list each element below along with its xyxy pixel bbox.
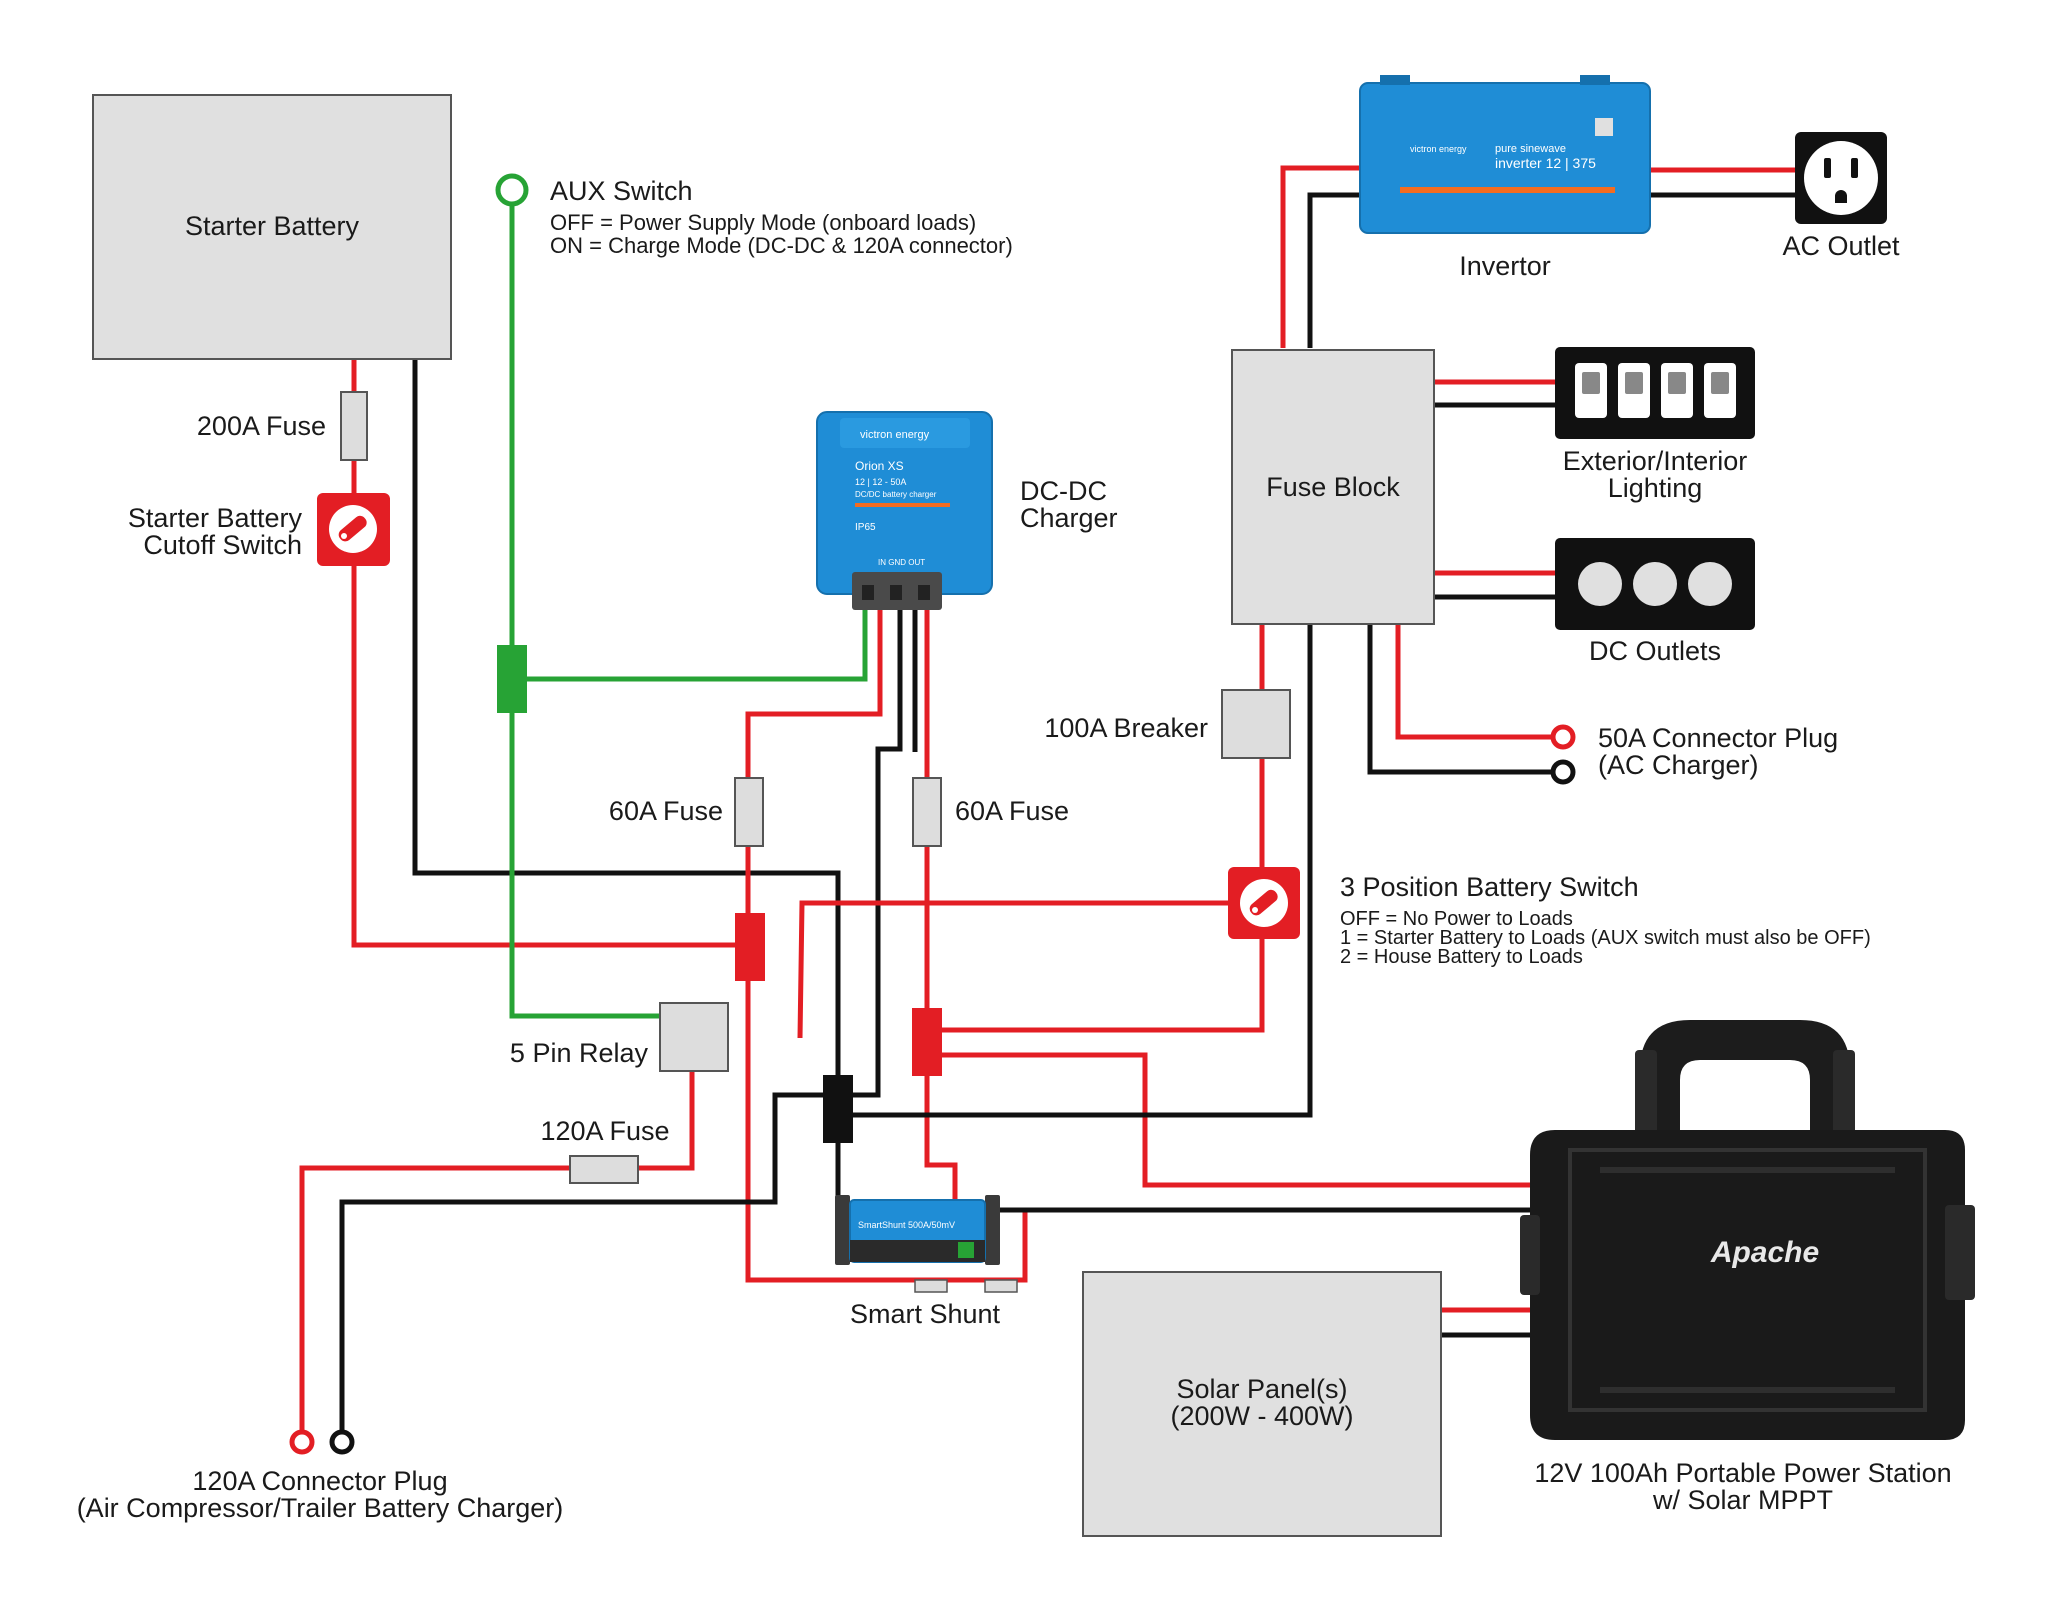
ac-outlet: AC Outlet	[1782, 132, 1900, 261]
power-station-label-1: 12V 100Ah Portable Power Station	[1534, 1458, 1951, 1488]
battery-switch-title: 3 Position Battery Switch	[1340, 872, 1639, 902]
fuse-120a-label: 120A Fuse	[540, 1116, 669, 1146]
fuse-60a-left: 60A Fuse	[609, 777, 764, 847]
shunt-text: SmartShunt 500A/50mV	[858, 1220, 955, 1230]
wire-starter-negative	[412, 359, 841, 1100]
orion-model: Orion XS	[855, 459, 904, 473]
wire-dcdc-signal	[512, 598, 868, 682]
smart-shunt: SmartShunt 500A/50mV Smart Shunt	[835, 1195, 1018, 1329]
solar-label-1: Solar Panel(s)	[1176, 1374, 1347, 1404]
aux-switch-off-desc: OFF = Power Supply Mode (onboard loads)	[550, 210, 976, 235]
fuse-60a-right: 60A Fuse	[912, 777, 1069, 847]
power-station-label-2: w/ Solar MPPT	[1652, 1485, 1833, 1515]
connector-120a-label-1: 120A Connector Plug	[192, 1466, 447, 1496]
invertor-label: Invertor	[1459, 251, 1551, 281]
connector-50a-label-1: 50A Connector Plug	[1598, 723, 1838, 753]
starter-battery: Starter Battery	[92, 94, 452, 360]
starter-cutoff-switch[interactable]: Starter Battery Cutoff Switch	[128, 493, 390, 566]
wire-relay-to-switch	[797, 900, 1262, 1039]
black-splice-ground	[823, 1075, 853, 1143]
case-brand: Apache	[1710, 1236, 1819, 1269]
battery-switch-off: OFF = No Power to Loads	[1340, 908, 1573, 930]
connector-120a-label-2: (Air Compressor/Trailer Battery Charger)	[77, 1493, 564, 1523]
connector-50a[interactable]: 50A Connector Plug (AC Charger)	[1550, 723, 1838, 785]
relay-5pin-label: 5 Pin Relay	[510, 1038, 649, 1068]
lighting-panel: Exterior/Interior Lighting	[1555, 347, 1755, 503]
connector-50a-label-2: (AC Charger)	[1598, 750, 1759, 780]
wire-fuseblock-ground	[838, 622, 1313, 1118]
power-station: Apache 12V 100Ah Portable Power Station …	[1520, 1020, 1975, 1515]
wire-relay-to-120a	[299, 1068, 695, 1438]
solar-panel: Solar Panel(s) (200W - 400W)	[1082, 1271, 1442, 1537]
inverter: victron energy pure sinewave inverter 12…	[1359, 75, 1651, 281]
wire-dcdc-ground-1	[838, 598, 903, 1098]
fuse-block-label: Fuse Block	[1266, 472, 1400, 502]
dc-outlets: DC Outlets	[1555, 538, 1755, 666]
orion-terminals: IN GND OUT	[878, 558, 925, 567]
wire-120a-negative	[339, 1092, 838, 1438]
smart-shunt-label: Smart Shunt	[850, 1299, 1001, 1329]
solar-label-2: (200W - 400W)	[1170, 1401, 1353, 1431]
wire-50a-positive	[1395, 622, 1555, 740]
orion-ip: IP65	[855, 522, 876, 533]
aux-switch[interactable]: AUX Switch OFF = Power Supply Mode (onbo…	[495, 173, 1013, 258]
inverter-line2: inverter 12 | 375	[1495, 155, 1596, 171]
aux-switch-on-desc: ON = Charge Mode (DC-DC & 120A connector…	[550, 233, 1013, 258]
inverter-line1: pure sinewave	[1495, 143, 1566, 155]
red-splice-bus	[912, 1008, 942, 1076]
orion-desc: DC/DC battery charger	[855, 490, 937, 499]
starter-battery-label: Starter Battery	[185, 211, 360, 241]
cutoff-switch-label-1: Starter Battery	[128, 503, 303, 533]
battery-switch-1: 1 = Starter Battery to Loads (AUX switch…	[1340, 927, 1871, 949]
wire-bus-to-station	[927, 1052, 1530, 1188]
lighting-label-2: Lighting	[1608, 473, 1703, 503]
green-splice	[497, 645, 527, 713]
lighting-label-1: Exterior/Interior	[1563, 446, 1748, 476]
battery-switch-2: 2 = House Battery to Loads	[1340, 946, 1583, 968]
relay-5pin: 5 Pin Relay	[510, 1002, 729, 1072]
orion-spec: 12 | 12 - 50A	[855, 477, 906, 487]
battery-switch-3pos[interactable]: 3 Position Battery Switch OFF = No Power…	[1228, 867, 1871, 968]
dc-outlets-label: DC Outlets	[1589, 636, 1721, 666]
wire-switch-to-bus	[927, 935, 1265, 1033]
fuse-120a: 120A Fuse	[540, 1116, 670, 1184]
aux-switch-title: AUX Switch	[550, 176, 693, 206]
ac-outlet-label: AC Outlet	[1782, 231, 1900, 261]
fuse-60a-right-label: 60A Fuse	[955, 796, 1069, 826]
orion-brand: victron energy	[860, 429, 930, 441]
dcdc-label-1: DC-DC	[1020, 476, 1107, 506]
red-splice-relay	[735, 913, 765, 981]
cutoff-switch-label-2: Cutoff Switch	[143, 530, 302, 560]
wire-dcdc-output	[924, 598, 958, 1208]
dcdc-charger: victron energy Orion XS 12 | 12 - 50A DC…	[816, 411, 1118, 610]
wire-50a-negative	[1367, 622, 1555, 775]
inverter-brand: victron energy	[1410, 144, 1467, 154]
wire-aux-switch	[509, 193, 660, 1019]
wire-inverter-negative	[1307, 192, 1360, 348]
connector-120a[interactable]: 120A Connector Plug (Air Compressor/Trai…	[77, 1429, 564, 1523]
breaker-100a-label: 100A Breaker	[1044, 713, 1208, 743]
breaker-100a[interactable]: 100A Breaker	[1044, 689, 1291, 759]
fuse-200a: 200A Fuse	[197, 391, 368, 461]
fuse-block: Fuse Block	[1231, 349, 1435, 625]
dcdc-label-2: Charger	[1020, 503, 1118, 533]
wire-inverter-positive	[1280, 165, 1360, 348]
wire-dcdc-input	[745, 598, 1028, 1283]
fuse-200a-label: 200A Fuse	[197, 411, 326, 441]
fuse-60a-left-label: 60A Fuse	[609, 796, 723, 826]
